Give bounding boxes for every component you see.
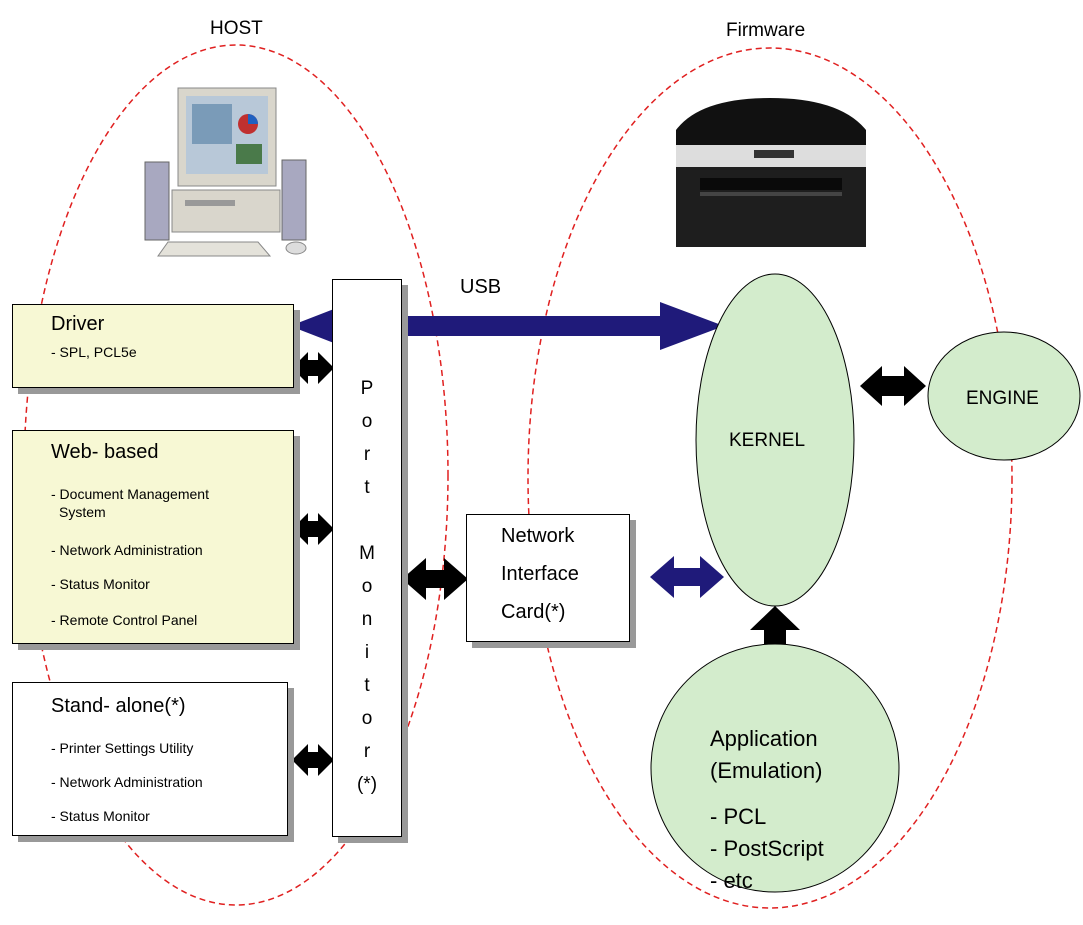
nic-line: Network — [501, 525, 575, 547]
host-group-ellipse — [23, 44, 449, 906]
application-item: - PCL — [710, 804, 767, 829]
kernel-engine-arrow — [860, 366, 926, 406]
standalone-item: - Status Monitor — [51, 808, 150, 824]
kernel-node — [695, 273, 855, 607]
engine-label: ENGINE — [966, 388, 1039, 409]
nic-kernel-arrow — [650, 556, 724, 598]
network-interface-card-box: Network Interface Card(*) — [466, 514, 630, 642]
laser-printer-icon — [676, 98, 866, 247]
engine-node — [927, 331, 1081, 461]
host-heading: HOST — [210, 18, 263, 39]
web-based-item: - Network Administration — [51, 542, 203, 558]
driver-item: - SPL, PCL5e — [51, 344, 137, 360]
standalone-title: Stand- alone(*) — [51, 695, 186, 717]
web-based-box: Web- based - Document Management System … — [12, 430, 294, 644]
driver-box: Driver - SPL, PCL5e — [12, 304, 294, 388]
desktop-computer-icon — [144, 87, 307, 257]
application-item: - PostScript — [710, 836, 824, 861]
web-based-item: - Document Management — [51, 486, 209, 502]
nic-line: Card(*) — [501, 601, 566, 623]
standalone-box: Stand- alone(*) - Printer Settings Utili… — [12, 682, 288, 836]
standalone-item: - Network Administration — [51, 774, 203, 790]
firmware-group-ellipse — [527, 47, 1013, 909]
usb-arrow — [290, 302, 724, 350]
driver-title: Driver — [51, 313, 105, 335]
nic-line: Interface — [501, 563, 579, 585]
port-monitor-box: P o r t M o n i t o r (*) — [332, 279, 402, 837]
application-node — [650, 643, 900, 893]
web-based-item: - Status Monitor — [51, 576, 150, 592]
kernel-label: KERNEL — [729, 430, 806, 451]
web-based-item: - Remote Control Panel — [51, 612, 198, 628]
firmware-heading: Firmware — [726, 20, 806, 41]
usb-label: USB — [460, 276, 502, 298]
application-subtitle: (Emulation) — [710, 758, 823, 783]
standalone-item: - Printer Settings Utility — [51, 740, 194, 756]
port-nic-arrow — [402, 558, 468, 600]
driver-port-arrow — [292, 352, 334, 384]
web-based-item: System — [59, 504, 106, 520]
application-item: - etc — [710, 868, 753, 893]
port-monitor-label: P o r t M o n i t o r (*) — [356, 378, 378, 795]
web-based-title: Web- based — [51, 441, 159, 463]
application-title: Application — [710, 726, 818, 751]
standalone-port-arrow — [292, 744, 334, 776]
web-port-arrow — [292, 513, 334, 545]
